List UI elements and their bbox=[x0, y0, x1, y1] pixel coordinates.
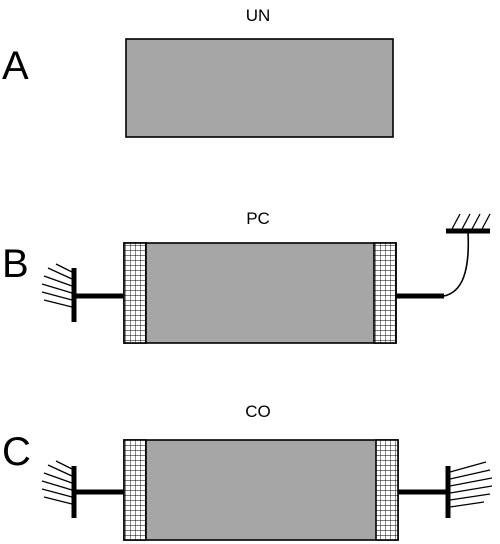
sample-b-left-grip bbox=[123, 242, 147, 344]
sample-a-body bbox=[125, 38, 394, 138]
sample-b-tether bbox=[443, 231, 470, 297]
sample-c-left-grip bbox=[123, 439, 147, 541]
sample-c-right-hatch bbox=[449, 461, 493, 508]
sample-b-body bbox=[123, 242, 397, 344]
sample-c bbox=[41, 439, 493, 541]
panel-label-co: CO bbox=[245, 402, 271, 421]
sample-b-ceiling-hatch bbox=[451, 213, 491, 230]
panel-letter-b: B bbox=[2, 242, 29, 286]
panel-letter-a: A bbox=[2, 44, 29, 88]
sample-b-right-grip bbox=[373, 242, 397, 344]
sample-b-left-hatch bbox=[41, 263, 73, 308]
sample-b bbox=[41, 213, 491, 344]
sample-c-right-grip bbox=[375, 439, 399, 541]
panel-label-un: UN bbox=[245, 6, 271, 25]
panel-letter-c: C bbox=[2, 430, 31, 474]
panel-label-pc: PC bbox=[246, 209, 270, 228]
sample-c-body bbox=[123, 439, 399, 541]
sample-c-left-hatch bbox=[41, 460, 73, 505]
